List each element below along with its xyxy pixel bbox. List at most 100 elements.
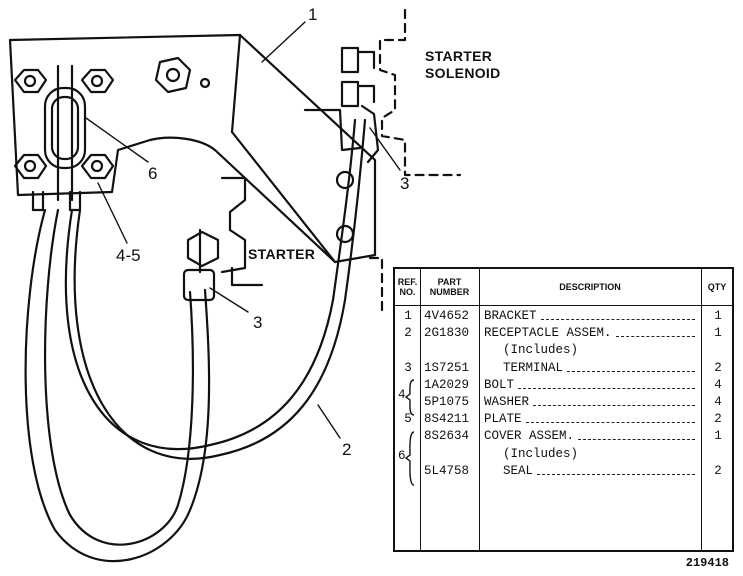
cell-description: RECEPTACLE ASSEM. <box>484 326 612 341</box>
header-ref-line1: REF. <box>397 277 418 287</box>
cell-part-number: 5P1075 <box>424 394 470 409</box>
callout-3-starter: 3 <box>253 313 263 332</box>
bracket-nut <box>154 56 192 94</box>
cell-ref: 1 <box>404 309 412 323</box>
description-leader <box>518 387 695 389</box>
table-row: 5L4758 SEAL 2 <box>395 463 732 480</box>
cell-part-number: 1S7251 <box>424 360 470 375</box>
table-row: 5 8S4211 PLATE 2 <box>395 411 732 428</box>
cell-part-number: 4V4652 <box>424 309 470 323</box>
description-leader <box>541 319 695 320</box>
header-part-line2: NUMBER <box>429 287 470 297</box>
bracket-step <box>303 108 362 152</box>
cable-to-solenoid-inner <box>64 118 357 451</box>
col-divider-part <box>479 269 480 550</box>
solenoid-lug <box>360 104 380 164</box>
table-row: 8S2634 COVER ASSEM. 1 <box>395 428 732 445</box>
cell-description: TERMINAL <box>503 360 564 375</box>
cell-ref: 2 <box>404 326 412 341</box>
cell-part-number: 5L4758 <box>424 463 470 478</box>
receptacle-bolt-ur-center <box>90 74 104 88</box>
receptacle-bolt-lr-center <box>90 159 104 173</box>
receptacle-bolt-ul <box>13 68 48 94</box>
cell-part-number: 1A2029 <box>424 377 470 392</box>
solenoid-terminal-lower <box>340 80 376 108</box>
col-divider-ref <box>420 269 421 550</box>
receptacle-bolt-ll <box>13 153 48 180</box>
starter-outline <box>368 256 384 312</box>
receptacle-terminal-left <box>31 190 45 212</box>
bracket-bolt-lower <box>335 224 355 244</box>
receptacle-cover <box>43 86 87 170</box>
brace-6 <box>404 431 415 486</box>
cell-description: BOLT <box>484 377 515 392</box>
leader-6 <box>85 117 149 163</box>
group-ref-4: 4 <box>398 388 406 402</box>
callout-2: 2 <box>342 440 352 459</box>
header-part: PART NUMBER <box>420 269 479 305</box>
cell-description: (Includes) <box>503 343 579 358</box>
drawing-number: 219418 <box>685 556 729 570</box>
cable-to-solenoid-outer <box>73 118 367 460</box>
starter-terminal-lug <box>182 268 216 302</box>
header-qty: QTY <box>707 282 727 292</box>
description-leader <box>526 422 695 424</box>
bracket-fold-line <box>230 33 242 134</box>
cell-qty: 4 <box>714 394 722 409</box>
description-leader <box>533 404 695 406</box>
starter-housing <box>220 176 264 287</box>
callout-1: 1 <box>308 5 318 24</box>
callout-4-5: 4-5 <box>116 246 141 265</box>
cell-part-number: 8S2634 <box>424 429 470 444</box>
table-row: 3 1S7251 TERMINAL 2 <box>395 360 732 377</box>
solenoid-outline <box>378 8 462 177</box>
bracket-plate <box>8 33 377 264</box>
cell-description: BRACKET <box>484 309 537 323</box>
group-ref-6: 6 <box>398 449 406 463</box>
callout-6: 6 <box>148 164 158 183</box>
receptacle-bolt-ll-center <box>23 159 37 173</box>
leader-3-solenoid <box>369 127 401 171</box>
cell-qty: 4 <box>714 377 722 392</box>
cell-description: (Includes) <box>503 446 579 461</box>
header-ref: REF. NO. <box>395 269 420 305</box>
cell-description: PLATE <box>484 412 522 427</box>
leader-1 <box>261 21 306 63</box>
starter-solenoid-label-line2: SOLENOID <box>425 65 501 81</box>
bracket-angle-edge <box>230 130 337 264</box>
cell-qty: 2 <box>714 463 722 478</box>
header-ref-line2: NO. <box>399 287 416 297</box>
description-leader <box>616 336 695 338</box>
cell-qty: 2 <box>714 360 722 375</box>
description-leader <box>537 473 695 475</box>
callout-3-solenoid: 3 <box>400 174 410 193</box>
receptacle-bolt-lr <box>80 153 115 180</box>
cell-ref: 3 <box>404 360 412 375</box>
starter-label: STARTER <box>248 246 316 262</box>
bracket-nut-bore <box>165 67 181 83</box>
receptacle-terminal-right <box>68 190 82 212</box>
cell-part-number: 8S4211 <box>424 412 470 427</box>
receptacle-clip <box>56 64 74 202</box>
bracket-bolt-upper <box>335 170 355 190</box>
description-leader <box>578 439 695 441</box>
cell-description: COVER ASSEM. <box>484 429 575 444</box>
cable-outer-loop <box>24 208 211 563</box>
cable-inner-loop <box>43 208 194 546</box>
header-part-line1: PART <box>437 277 462 287</box>
starter-solenoid-label-line1: STARTER <box>425 48 493 64</box>
col-divider-desc <box>701 269 702 550</box>
group-braces <box>404 379 415 486</box>
leader-45 <box>97 182 128 244</box>
bracket-hole <box>199 77 211 89</box>
cell-qty: 1 <box>714 429 722 444</box>
cell-part-number: 2G1830 <box>424 326 470 341</box>
cell-qty: 2 <box>714 412 722 427</box>
leader-3-starter <box>209 287 249 313</box>
cell-description: SEAL <box>503 463 534 478</box>
cell-ref: 5 <box>404 412 412 427</box>
receptacle-cover-inner <box>50 95 80 161</box>
description-leader <box>567 370 695 372</box>
